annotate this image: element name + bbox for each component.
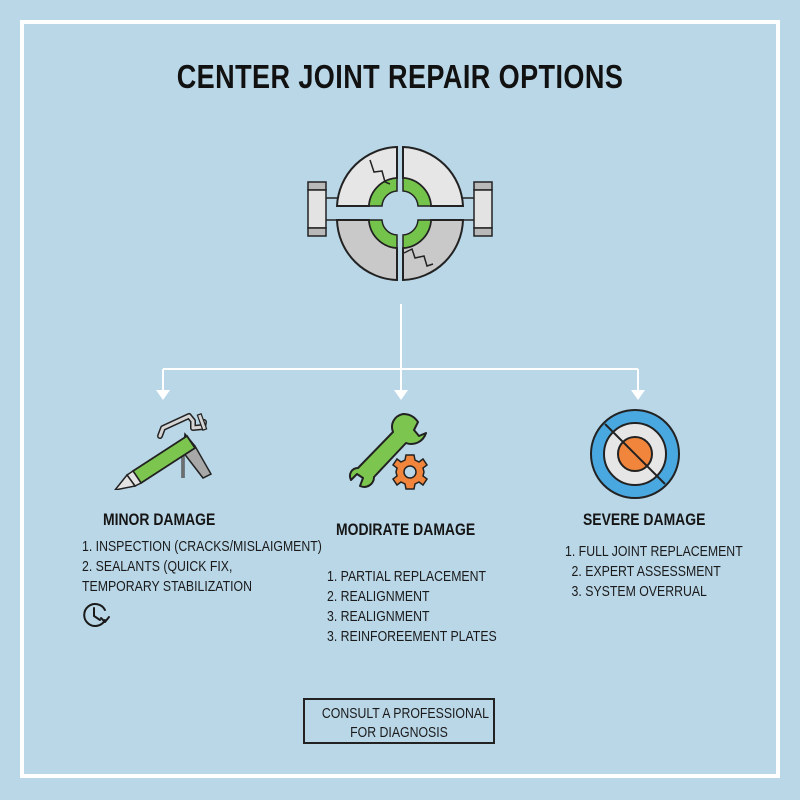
list-item: 1. PARTIAL REPLACEMENT <box>327 568 487 585</box>
left-clamp-icon <box>307 181 338 237</box>
target-icon <box>590 409 680 499</box>
wrench-gear-icon <box>348 413 429 490</box>
cta-line-2: FOR DIAGNOSIS <box>350 724 448 741</box>
list-item: 2. REALIGNMENT <box>327 588 430 605</box>
moderate-damage-list: 1. PARTIAL REPLACEMENT 2. REALIGNMENT 3.… <box>327 567 534 647</box>
page-title: CENTER JOINT REPAIR OPTIONS <box>176 58 624 95</box>
consult-professional-box: CONSULT A PROFESSIONAL FOR DIAGNOSIS <box>303 698 495 744</box>
list-item: 3. REINFOREEMENT PLATES <box>327 628 497 645</box>
severe-damage-list: 1. FULL JOINT REPLACEMENT 2. EXPERT ASSE… <box>565 542 782 602</box>
minor-damage-heading: MINOR DAMAGE <box>103 510 216 529</box>
list-item: TEMPORARY STABILIZATION <box>82 578 252 595</box>
center-joint-icon <box>307 145 493 282</box>
severe-damage-heading: SEVERE DAMAGE <box>583 510 706 529</box>
list-item: 2. EXPERT ASSESSMENT <box>571 563 721 580</box>
list-item: 3. REALIGNMENT <box>327 608 430 625</box>
minor-damage-list: 1. INSPECTION (CRACKS/MISLAIGMENT) 2. SE… <box>82 537 375 597</box>
list-item: 2. SEALANTS (QUICK FIX, <box>82 558 233 575</box>
list-item: 3. SYSTEM OVERRUAL <box>571 583 707 600</box>
caulk-gun-icon <box>114 413 213 490</box>
right-clamp-icon <box>462 181 493 237</box>
moderate-damage-heading: MODIRATE DAMAGE <box>336 520 476 539</box>
list-item: 1. FULL JOINT REPLACEMENT <box>565 543 743 560</box>
list-item: 1. INSPECTION (CRACKS/MISLAIGMENT) <box>82 538 322 555</box>
outer-frame <box>20 20 780 778</box>
clock-icon <box>83 603 110 627</box>
cta-line-1: CONSULT A PROFESSIONAL <box>321 705 489 722</box>
